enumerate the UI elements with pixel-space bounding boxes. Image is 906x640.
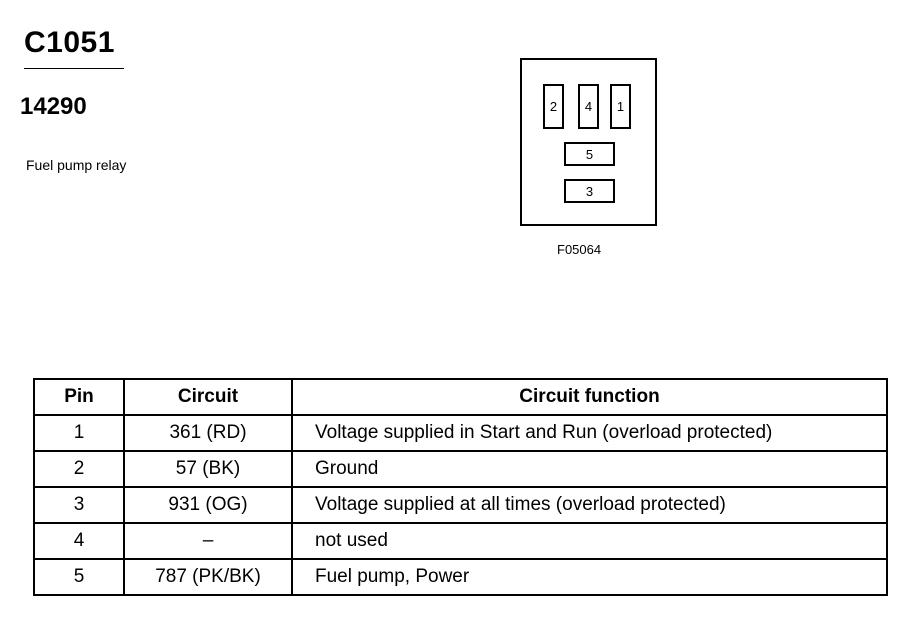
part-number: 14290: [20, 93, 87, 120]
cavity-3: 3: [564, 179, 615, 203]
cavity-2: 2: [543, 84, 564, 129]
function-cell: Voltage supplied in Start and Run (overl…: [291, 414, 888, 452]
function-cell: Fuel pump, Power: [291, 558, 888, 596]
pinout-table: Pin Circuit Circuit function 1 361 (RD) …: [33, 378, 888, 596]
pin-cell: 4: [33, 522, 125, 560]
connector-id: C1051: [24, 26, 115, 59]
circuit-cell: 57 (BK): [123, 450, 293, 488]
connector-description: Fuel pump relay: [26, 157, 127, 173]
table-row: 4 – not used: [33, 522, 888, 560]
pin-cell: 1: [33, 414, 125, 452]
table-row: 5 787 (PK/BK) Fuel pump, Power: [33, 558, 888, 596]
table-header-row: Pin Circuit Circuit function: [33, 378, 888, 416]
cavity-1: 1: [610, 84, 631, 129]
cavity-5: 5: [564, 142, 615, 166]
circuit-cell: –: [123, 522, 293, 560]
circuit-cell: 787 (PK/BK): [123, 558, 293, 596]
cavity-4: 4: [578, 84, 599, 129]
circuit-cell: 931 (OG): [123, 486, 293, 524]
pin-cell: 2: [33, 450, 125, 488]
pin-cell: 5: [33, 558, 125, 596]
pin-cell: 3: [33, 486, 125, 524]
function-cell: Voltage supplied at all times (overload …: [291, 486, 888, 524]
table-row: 2 57 (BK) Ground: [33, 450, 888, 488]
header-circuit-function: Circuit function: [291, 378, 888, 416]
connector-id-underline: [24, 68, 124, 69]
header-pin: Pin: [33, 378, 125, 416]
table-row: 3 931 (OG) Voltage supplied at all times…: [33, 486, 888, 524]
function-cell: Ground: [291, 450, 888, 488]
function-cell: not used: [291, 522, 888, 560]
circuit-cell: 361 (RD): [123, 414, 293, 452]
header-circuit: Circuit: [123, 378, 293, 416]
figure-id: F05064: [557, 242, 602, 257]
connector-face-diagram: 2 4 1 5 3: [520, 58, 657, 226]
table-row: 1 361 (RD) Voltage supplied in Start and…: [33, 414, 888, 452]
